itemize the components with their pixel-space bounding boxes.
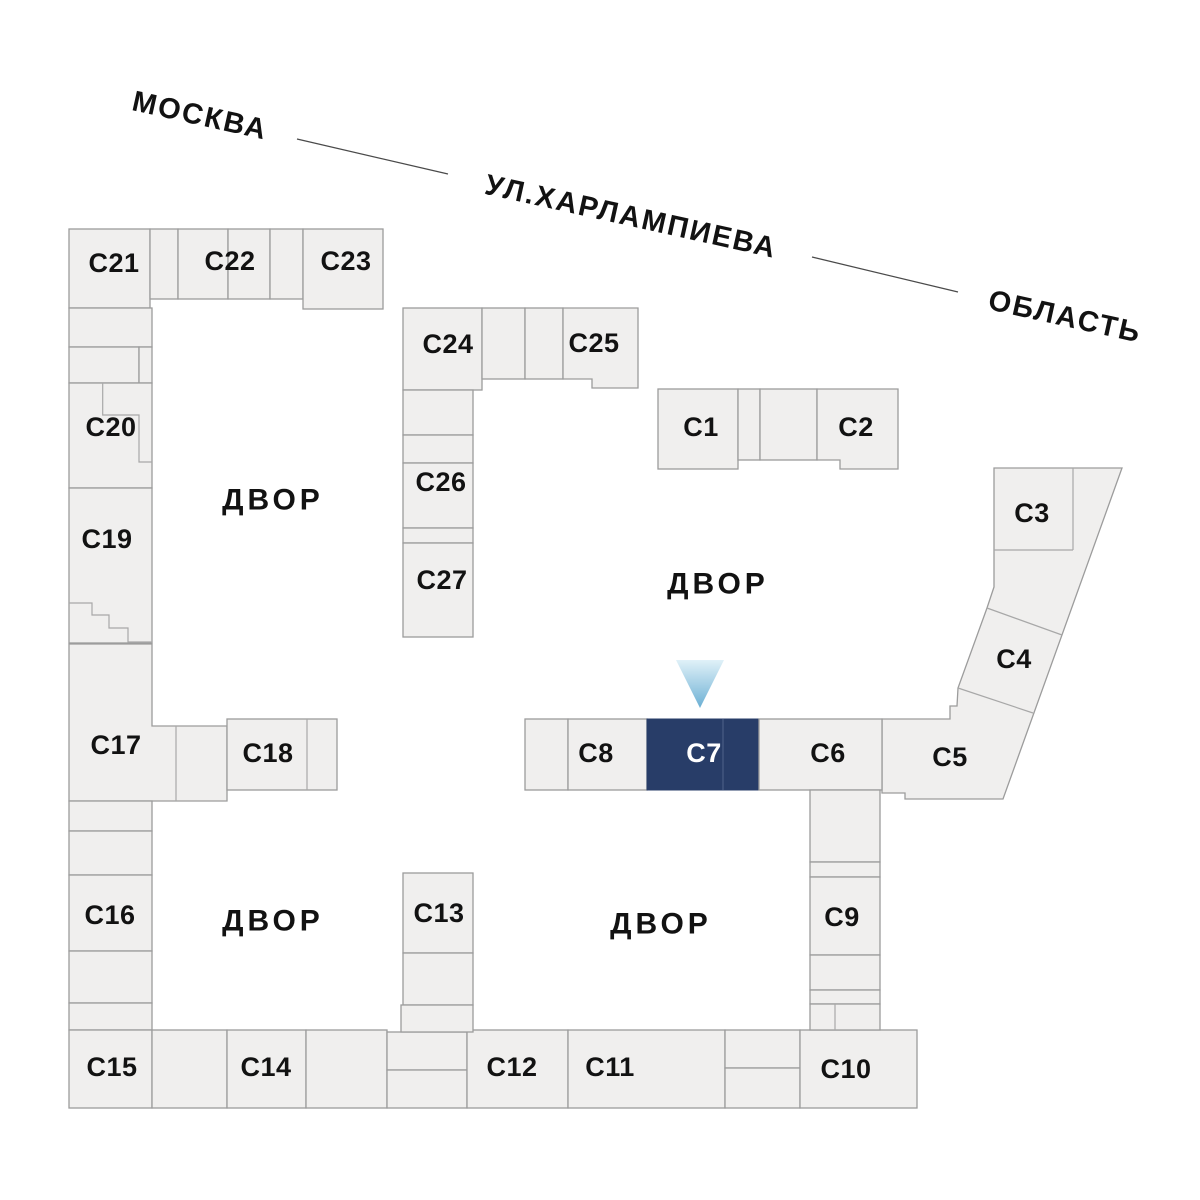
- building-c27-label: С27: [416, 565, 467, 595]
- building-c18-label: С18: [242, 738, 293, 768]
- building-c16-label: С16: [84, 900, 135, 930]
- plan-section: [524, 307, 564, 380]
- plan-section: [759, 388, 818, 461]
- building-c3[interactable]: С3: [1014, 498, 1050, 528]
- building-c25[interactable]: С25: [562, 307, 639, 389]
- plan-section: [809, 1003, 881, 1031]
- building-c22-label: С22: [204, 246, 255, 276]
- division-line: [957, 468, 1074, 714]
- plan-section: [481, 307, 526, 380]
- building-c6[interactable]: С6: [758, 718, 883, 791]
- building-c11[interactable]: С11: [567, 1029, 726, 1109]
- down-arrow-marker-icon: [676, 660, 724, 708]
- plan-section: [400, 1004, 474, 1033]
- building-c21[interactable]: С21: [68, 228, 151, 309]
- building-c14-label: С14: [240, 1052, 291, 1082]
- plan-section: [724, 1067, 801, 1109]
- building-c24-label: С24: [422, 329, 473, 359]
- building-c7-label: С7: [686, 738, 722, 768]
- building-c4-label: С4: [996, 644, 1032, 674]
- plan-section: [524, 718, 569, 791]
- building-c6-label: С6: [810, 738, 846, 768]
- building-c15-label: С15: [86, 1052, 137, 1082]
- building-c17[interactable]: С17: [68, 643, 228, 802]
- building-c26-label: С26: [415, 467, 466, 497]
- street-name-label: УЛ.ХАРЛАМПИЕВА: [482, 169, 780, 265]
- plan-section: [724, 1029, 801, 1069]
- building-c2[interactable]: С2: [816, 388, 899, 470]
- courtyard-label: ДВОР: [610, 908, 712, 941]
- building-c11-label: С11: [585, 1052, 635, 1082]
- building-c26[interactable]: С26: [402, 462, 474, 529]
- courtyard-label: ДВОР: [222, 905, 324, 938]
- building-c20[interactable]: С20: [68, 382, 153, 489]
- building-c5[interactable]: С5: [932, 742, 968, 772]
- stairs-line: [69, 602, 152, 643]
- building-c10-label: С10: [820, 1054, 871, 1084]
- oblast-label: ОБЛАСТЬ: [985, 284, 1144, 349]
- plan-section: [402, 389, 474, 436]
- plan-section: [402, 527, 474, 544]
- building-c1[interactable]: С1: [657, 388, 739, 470]
- plan-section: [809, 989, 881, 1005]
- building-c7-highlighted[interactable]: С7: [646, 718, 760, 791]
- building-c19-label: С19: [81, 524, 132, 554]
- building-c10[interactable]: С10: [799, 1029, 918, 1109]
- building-c12[interactable]: С12: [466, 1029, 569, 1109]
- building-c13-label: С13: [413, 898, 464, 928]
- building-c23-label: С23: [320, 246, 371, 276]
- building-c27[interactable]: С27: [402, 542, 474, 638]
- plan-section: [305, 1029, 388, 1109]
- plan-section: [68, 346, 140, 384]
- moscow-label: МОСКВА: [129, 85, 270, 146]
- plan-section: [402, 952, 474, 1006]
- division-line: [102, 383, 152, 463]
- building-c16[interactable]: С16: [68, 874, 153, 952]
- building-c20-label: С20: [85, 412, 136, 442]
- plan-section: [151, 1029, 228, 1109]
- building-c9-label: С9: [824, 902, 860, 932]
- courtyard-label: ДВОР: [222, 484, 324, 517]
- building-c21-label: С21: [88, 248, 139, 278]
- plan-section: [809, 861, 881, 878]
- building-c24[interactable]: С24: [402, 307, 483, 391]
- street-divider-line: [296, 138, 449, 175]
- plan-section: [138, 346, 153, 384]
- plan-section: [68, 307, 153, 348]
- plan-section: [386, 1069, 468, 1109]
- plan-section: [269, 228, 304, 300]
- building-c23[interactable]: С23: [302, 228, 384, 310]
- plan-section: [402, 434, 474, 464]
- courtyard-label: ДВОР: [667, 568, 769, 601]
- building-c17-label: С17: [90, 730, 141, 760]
- building-c4[interactable]: С4: [996, 644, 1032, 674]
- building-c22[interactable]: С22: [177, 228, 271, 300]
- plan-section: [149, 228, 179, 300]
- building-c25-label: С25: [568, 328, 619, 358]
- building-c1-label: С1: [683, 412, 719, 442]
- building-c15[interactable]: С15: [68, 1029, 153, 1109]
- building-c9[interactable]: С9: [809, 876, 881, 956]
- building-c19[interactable]: С19: [68, 487, 153, 644]
- plan-section: [68, 950, 153, 1004]
- plan-section: [809, 954, 881, 991]
- plan-section: [386, 1031, 468, 1071]
- building-c5-label: С5: [932, 742, 968, 772]
- building-c14[interactable]: С14: [226, 1029, 307, 1109]
- plan-section: [68, 830, 153, 876]
- plan-section: [809, 789, 881, 863]
- building-c3-label: С3: [1014, 498, 1050, 528]
- building-c13[interactable]: С13: [400, 872, 474, 1033]
- street-divider-line: [811, 256, 959, 293]
- building-c2-label: С2: [838, 412, 874, 442]
- plan-section: [737, 388, 761, 461]
- building-c3-c4-c5-wing: [881, 467, 1123, 800]
- plan-section: [68, 800, 153, 832]
- building-c12-label: С12: [486, 1052, 537, 1082]
- plan-section: [68, 1002, 153, 1031]
- building-c8-label: С8: [578, 738, 614, 768]
- building-c8[interactable]: С8: [567, 718, 648, 791]
- building-c18[interactable]: С18: [226, 718, 338, 791]
